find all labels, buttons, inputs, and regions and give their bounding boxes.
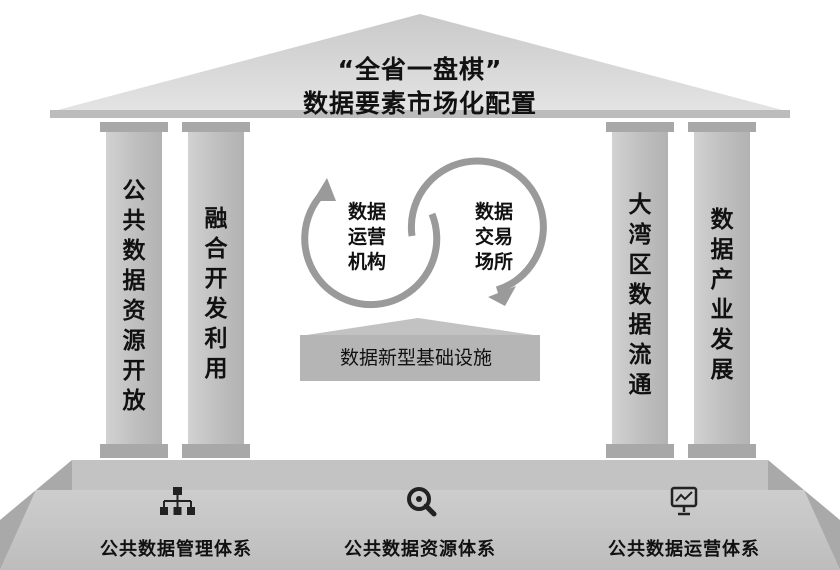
base-label-operations: 公共数据运营体系 [608,539,760,560]
pillar-4-shape [688,122,756,458]
roof [50,14,790,112]
arrow-head-right [488,286,516,306]
roof-title-line2: 数据要素市场化配置 [302,89,537,118]
pillar-label-greater-bay-area: 大湾区数据流通 [628,192,652,398]
pillar-label-data-industry: 数据产业发展 [710,207,734,383]
circle-label-data-operator: 数据运营机构 [347,201,386,273]
magnifier-icon [407,487,437,517]
roof-title-line1: “全省一盘棋” [337,55,503,84]
roof-beam [50,110,790,118]
base-top [72,460,768,490]
circle-label-data-exchange: 数据交易场所 [474,201,513,273]
base-right-side [768,460,840,570]
cycle-arrows [301,157,547,309]
pillar-2-shape [182,122,250,458]
base-label-management: 公共数据管理体系 [100,539,252,560]
infra-roof [300,318,540,336]
base-left-side [0,460,72,570]
pillar-3-shape [606,122,674,458]
infra-box [300,335,540,381]
base-label-resources: 公共数据资源体系 [344,539,496,560]
pillar-label-fusion-development: 融合开发利用 [204,206,228,382]
presentation-chart-icon [670,486,698,516]
pillar-label-public-data-open: 公共数据资源开放 [122,178,146,414]
base-front [0,490,840,570]
pillar-1-shape [100,122,168,458]
arrow-head-left [313,178,336,201]
org-chart-icon [160,487,195,515]
infrastructure-label: 数据新型基础设施 [339,347,492,369]
